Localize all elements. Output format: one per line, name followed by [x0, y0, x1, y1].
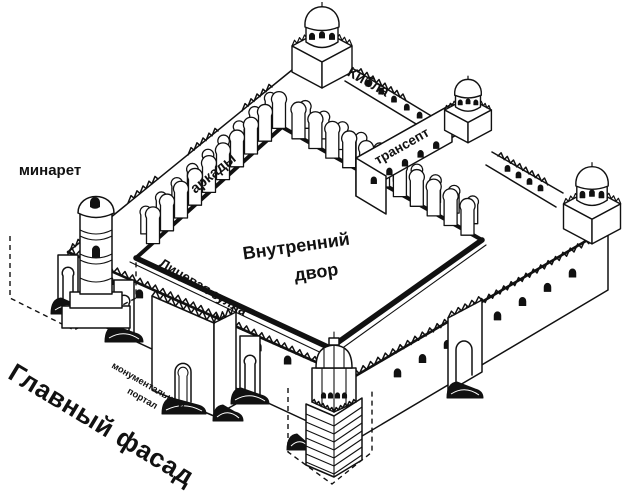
dome-pavilion-north	[291, 2, 353, 89]
label-courtyard-line2: двор	[293, 259, 340, 285]
back-walls	[67, 67, 564, 253]
label-minaret: минарет	[19, 162, 81, 179]
wall-base-mounds	[50, 297, 484, 422]
dome-pavilion-transept	[443, 75, 493, 144]
arcade-northwest	[139, 91, 288, 245]
corner-tower	[286, 331, 373, 485]
gate-southeast	[447, 296, 483, 393]
dome-pavilion-east	[562, 162, 622, 245]
label-courtyard-line1: Внутренний	[241, 229, 351, 264]
corner-tower-projection	[287, 388, 373, 485]
minaret-tower	[9, 195, 137, 331]
qibla-wall	[344, 67, 564, 208]
